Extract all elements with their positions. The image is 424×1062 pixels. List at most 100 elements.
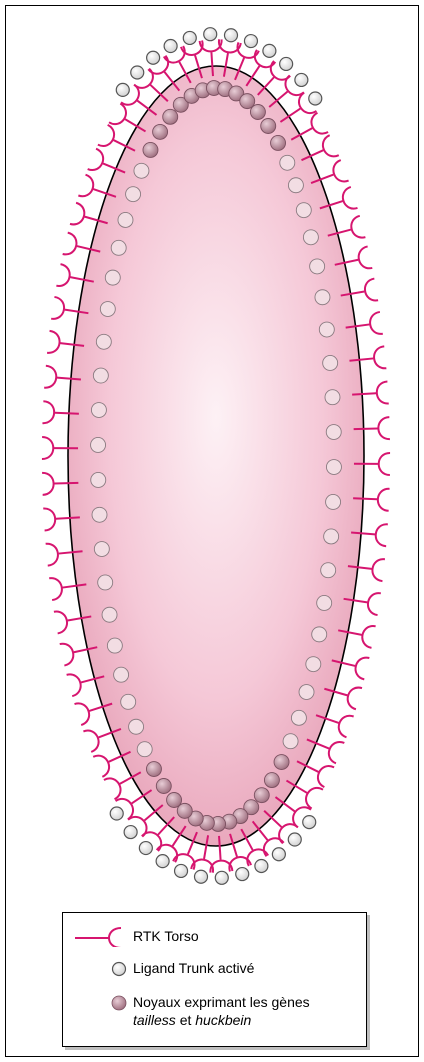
expressing-nucleus — [146, 762, 161, 777]
expressing-nucleus — [163, 109, 178, 124]
inactive-nucleus — [129, 719, 144, 734]
trunk-ligand — [303, 816, 316, 829]
trunk-ligand-icon — [63, 959, 133, 979]
expressing-nucleus — [264, 773, 279, 788]
legend-nuclei-line1: Noyaux exprimant les gènes — [133, 993, 310, 1011]
inactive-nucleus — [288, 178, 303, 193]
inactive-nucleus — [96, 334, 111, 349]
legend-receptor-label: RTK Torso — [133, 927, 199, 945]
inactive-nucleus — [325, 390, 340, 405]
conjunction: et — [180, 1012, 192, 1028]
inactive-nucleus — [310, 259, 325, 274]
inactive-nucleus — [102, 607, 117, 622]
trunk-ligand — [175, 864, 188, 877]
inactive-nucleus — [137, 742, 152, 757]
nucleus-icon — [63, 993, 133, 1013]
trunk-ligand — [110, 807, 123, 820]
inactive-nucleus — [126, 187, 141, 202]
trunk-ligand — [263, 44, 276, 57]
trunk-ligand — [131, 66, 144, 79]
inactive-nucleus — [118, 212, 133, 227]
inactive-nucleus — [317, 595, 332, 610]
expressing-nucleus — [153, 124, 168, 139]
inactive-nucleus — [312, 627, 327, 642]
legend-nuclei-label: Noyaux exprimant les gènes tailless et h… — [133, 993, 310, 1029]
expressing-nucleus — [156, 779, 171, 794]
trunk-ligand — [255, 859, 268, 872]
inactive-nucleus — [303, 230, 318, 245]
inactive-nucleus — [326, 460, 341, 475]
gene-tailless: tailless — [133, 1012, 176, 1028]
torso-receptor — [98, 125, 135, 151]
gene-huckbein: huckbein — [195, 1012, 251, 1028]
inactive-nucleus — [326, 494, 341, 509]
trunk-ligand — [124, 826, 137, 839]
torso-receptor — [291, 113, 328, 140]
legend: RTK Torso Ligand Trunk activé Noyaux exp… — [62, 912, 367, 1047]
inactive-nucleus — [291, 710, 306, 725]
torso-receptor — [109, 103, 146, 131]
inactive-nucleus — [114, 667, 129, 682]
trunk-ligand — [295, 73, 308, 86]
trunk-ligand — [272, 848, 285, 861]
trunk-ligand — [147, 51, 160, 64]
inactive-nucleus — [98, 575, 113, 590]
inactive-nucleus — [321, 563, 336, 578]
inactive-nucleus — [280, 155, 295, 170]
trunk-ligand — [156, 855, 169, 868]
expressing-nucleus — [167, 792, 182, 807]
inactive-nucleus — [283, 734, 298, 749]
inactive-nucleus — [121, 694, 136, 709]
legend-item-receptor: RTK Torso — [63, 927, 199, 947]
torso-receptor-icon — [63, 927, 133, 947]
trunk-ligand — [183, 31, 196, 44]
inactive-nucleus — [93, 368, 108, 383]
legend-item-ligand: Ligand Trunk activé — [63, 959, 254, 979]
trunk-ligand — [224, 29, 237, 42]
inactive-nucleus — [299, 685, 314, 700]
legend-ligand-label: Ligand Trunk activé — [133, 959, 254, 977]
trunk-ligand — [215, 871, 228, 884]
expressing-nucleus — [274, 755, 289, 770]
embryo — [68, 66, 364, 846]
torso-receptor — [104, 772, 141, 799]
inactive-nucleus — [100, 302, 115, 317]
inactive-nucleus — [92, 507, 107, 522]
legend-nuclei-line2: tailless et huckbein — [133, 1011, 310, 1029]
inactive-nucleus — [326, 425, 341, 440]
trunk-ligand — [204, 28, 217, 41]
embryo-diagram — [6, 6, 420, 906]
inactive-nucleus — [134, 163, 149, 178]
legend-item-nuclei: Noyaux exprimant les gènes tailless et h… — [63, 993, 310, 1029]
inactive-nucleus — [91, 472, 106, 487]
inactive-nucleus — [94, 542, 109, 557]
trunk-ligand — [164, 40, 177, 53]
trunk-ligand — [288, 833, 301, 846]
trunk-ligand — [195, 870, 208, 883]
expressing-nucleus — [271, 135, 286, 150]
inactive-nucleus — [107, 638, 122, 653]
trunk-ligand — [280, 57, 293, 70]
expressing-nucleus — [143, 142, 158, 157]
inactive-nucleus — [315, 290, 330, 305]
trunk-ligand — [236, 868, 249, 881]
inactive-nucleus — [105, 270, 120, 285]
inactive-nucleus — [323, 355, 338, 370]
expressing-nucleus — [250, 105, 265, 120]
inactive-nucleus — [111, 240, 126, 255]
expressing-nucleus — [254, 788, 269, 803]
inactive-nucleus — [319, 322, 334, 337]
inactive-nucleus — [324, 529, 339, 544]
trunk-ligand — [309, 92, 322, 105]
trunk-ligand — [116, 83, 129, 96]
inactive-nucleus — [91, 437, 106, 452]
trunk-ligand — [244, 35, 257, 48]
inactive-nucleus — [91, 403, 106, 418]
trunk-ligand — [139, 842, 152, 855]
inactive-nucleus — [296, 203, 311, 218]
torso-receptor — [297, 761, 334, 787]
expressing-nucleus — [261, 118, 276, 133]
inactive-nucleus — [306, 657, 321, 672]
torso-receptor — [286, 781, 323, 809]
figure-frame: RTK Torso Ligand Trunk activé Noyaux exp… — [5, 5, 419, 1057]
